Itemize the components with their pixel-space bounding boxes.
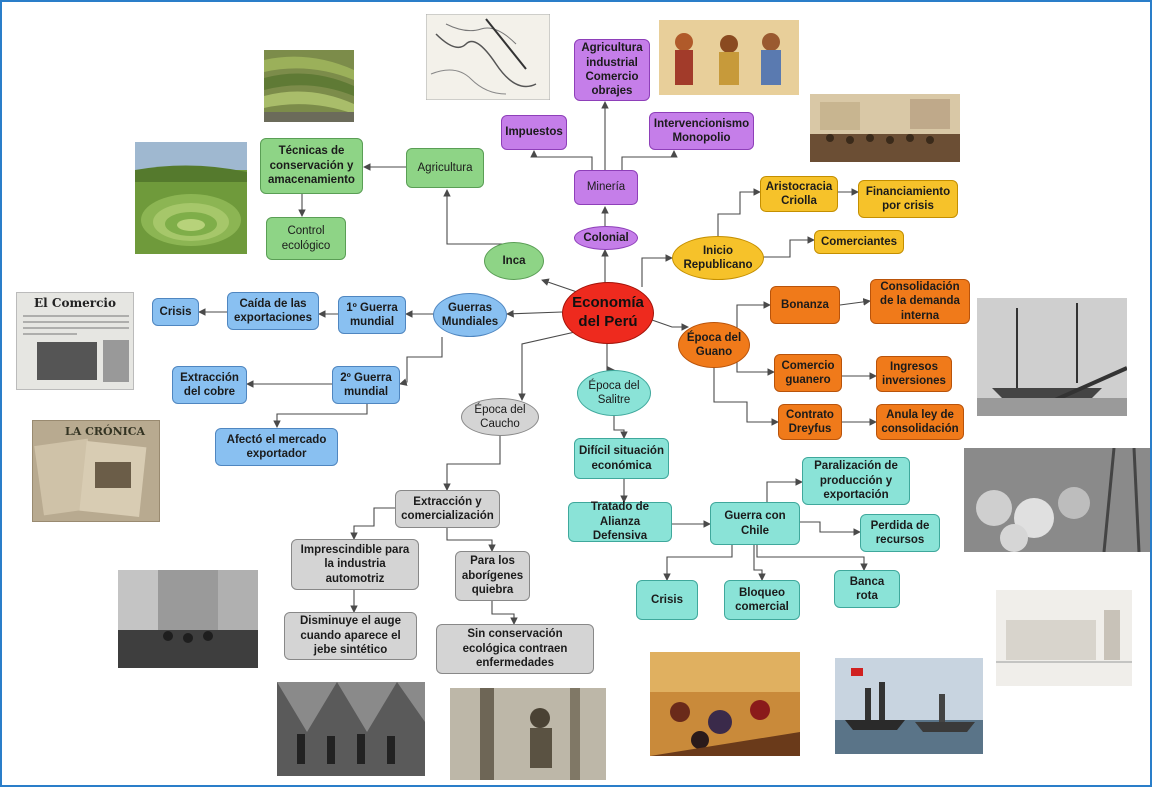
consolidacion-node[interactable]: Consolidación de la demanda interna: [870, 279, 970, 324]
paralizacion-node[interactable]: Paralización de producción y exportación: [802, 457, 910, 505]
contrato-dreyfus-node[interactable]: Contrato Dreyfus: [778, 404, 842, 440]
dificil-situacion-node[interactable]: Difícil situación económica: [574, 438, 669, 479]
disminuye-auge-node[interactable]: Disminuye el auge cuando aparece el jebe…: [284, 612, 417, 660]
financiamiento-node[interactable]: Financiamiento por crisis: [858, 180, 958, 218]
impuestos-node[interactable]: Impuestos: [501, 115, 567, 150]
salitre-node[interactable]: Época del Salitre: [577, 370, 651, 416]
tratado-alianza-node[interactable]: Tratado de Alianza Defensiva: [568, 501, 672, 542]
edge-center-inicio: [641, 254, 673, 287]
afecto-mercado-node[interactable]: Afectó el mercado exportador: [215, 428, 338, 466]
guerras-mundiales-node[interactable]: Guerras Mundiales: [433, 293, 507, 337]
sin-conservacion-node[interactable]: Sin conservación ecológica contraen enfe…: [436, 624, 594, 674]
colonial-art-photo: [659, 20, 799, 95]
comerciantes-node[interactable]: Comerciantes: [814, 230, 904, 254]
edge-extraccion-aborig: [446, 528, 496, 552]
moray-photo: [135, 142, 247, 254]
edge-salitre-dificil: [613, 416, 628, 439]
map-photo: [426, 14, 550, 100]
edge-bonanza-consol: [839, 298, 871, 306]
perdida-recursos-node[interactable]: Perdida de recursos: [860, 514, 940, 552]
control-ecologico-node[interactable]: Control ecológico: [266, 217, 346, 260]
newspaper-title: El Comercio: [34, 296, 116, 310]
primera-guerra-node[interactable]: 1º Guerra mundial: [338, 296, 406, 334]
guano-node[interactable]: Época del Guano: [678, 322, 750, 368]
aristocracia-node[interactable]: Aristocracia Criolla: [760, 176, 838, 212]
inicio-republicano-node[interactable]: Inicio Republicano: [672, 236, 764, 280]
banca-rota-node[interactable]: Banca rota: [834, 570, 900, 608]
edge-guano-contrato: [713, 362, 779, 426]
intervencionismo-node[interactable]: Intervencionismo Monopolio: [649, 112, 754, 150]
edge-guerra-crisis: [663, 545, 733, 581]
street-crowd-photo: [118, 570, 258, 668]
edge-mineria-interv: [621, 150, 678, 170]
rubber-tapper-photo: [450, 688, 606, 780]
edge-center-guano: [651, 319, 689, 331]
edge-aborig-sin: [491, 601, 518, 625]
jungle-workers-photo: [277, 682, 425, 776]
terrace-photo: [264, 50, 354, 122]
edge-inca-agricultura: [443, 189, 507, 245]
bloqueo-comercial-node[interactable]: Bloqueo comercial: [724, 580, 800, 620]
imprescindible-node[interactable]: Imprescindible para la industria automot…: [291, 539, 419, 590]
edge-center-salitre: [606, 342, 615, 374]
edge-g2-afecto: [273, 404, 368, 428]
mineria-node[interactable]: Minería: [574, 170, 638, 205]
comercio-guanero-node[interactable]: Comercio guanero: [774, 354, 842, 392]
edge-guerras-g2: [399, 337, 443, 386]
warships-photo: [835, 658, 983, 754]
segunda-guerra-node[interactable]: 2º Guerra mundial: [332, 366, 400, 404]
tecnicas-node[interactable]: Técnicas de conservación y amacenamiento: [260, 138, 363, 194]
salitre-rocks-photo: [964, 448, 1150, 552]
extraccion-comercializacion-node[interactable]: Extracción y comercialización: [395, 490, 500, 528]
edge-center-inca: [541, 278, 578, 293]
aborigenes-node[interactable]: Para los aborígenes quiebra: [455, 551, 530, 601]
edge-guano-bonanza: [736, 301, 771, 334]
edge-guerra-paraliz: [766, 478, 803, 502]
agricultura-node[interactable]: Agricultura: [406, 148, 484, 188]
edge-guerra-perdida: [800, 521, 861, 536]
newspaper-photo: El Comercio: [16, 292, 134, 390]
edge-mineria-impuestos: [530, 150, 593, 170]
edge-center-guerras: [506, 309, 563, 318]
ingresos-node[interactable]: Ingresos inversiones: [876, 356, 952, 392]
edge-extraccion-impresc: [350, 507, 395, 540]
port-etching-photo: [996, 590, 1132, 686]
extraccion-cobre-node[interactable]: Extracción del cobre: [172, 366, 247, 404]
edge-caucho-extraccion: [443, 434, 501, 491]
edge-guerra-banca: [756, 545, 868, 571]
edge-center-caucho: [518, 331, 576, 401]
edge-inicio-comerciantes: [762, 236, 815, 258]
caucho-node[interactable]: Época del Caucho: [461, 398, 539, 436]
caida-exportaciones-node[interactable]: Caída de las exportaciones: [227, 292, 319, 330]
center-node[interactable]: Economía del Perú: [562, 282, 654, 344]
republican-crowd-photo: [810, 94, 960, 162]
edge-inicio-aristocracia: [717, 188, 761, 236]
anula-ley-node[interactable]: Anula ley de consolidación: [876, 404, 964, 440]
edge-guano-comercio: [736, 360, 775, 376]
ship-dock-photo: [977, 298, 1127, 416]
guerra-chile-node[interactable]: Guerra con Chile: [710, 502, 800, 545]
crisis-chile-node[interactable]: Crisis: [636, 580, 698, 620]
agricultura-industrial-node[interactable]: Agricultura industrial Comercio obrajes: [574, 39, 650, 101]
battle-painting-photo: [650, 652, 800, 756]
crisis-guerra-node[interactable]: Crisis: [152, 298, 199, 326]
newspapers-photo: LA CRÓNICA: [32, 420, 160, 522]
colonial-node[interactable]: Colonial: [574, 226, 638, 250]
bonanza-node[interactable]: Bonanza: [770, 286, 840, 324]
edge-guerra-bloqueo: [753, 545, 766, 581]
newspaper2-title: LA CRÓNICA: [65, 425, 146, 438]
inca-node[interactable]: Inca: [484, 242, 544, 280]
